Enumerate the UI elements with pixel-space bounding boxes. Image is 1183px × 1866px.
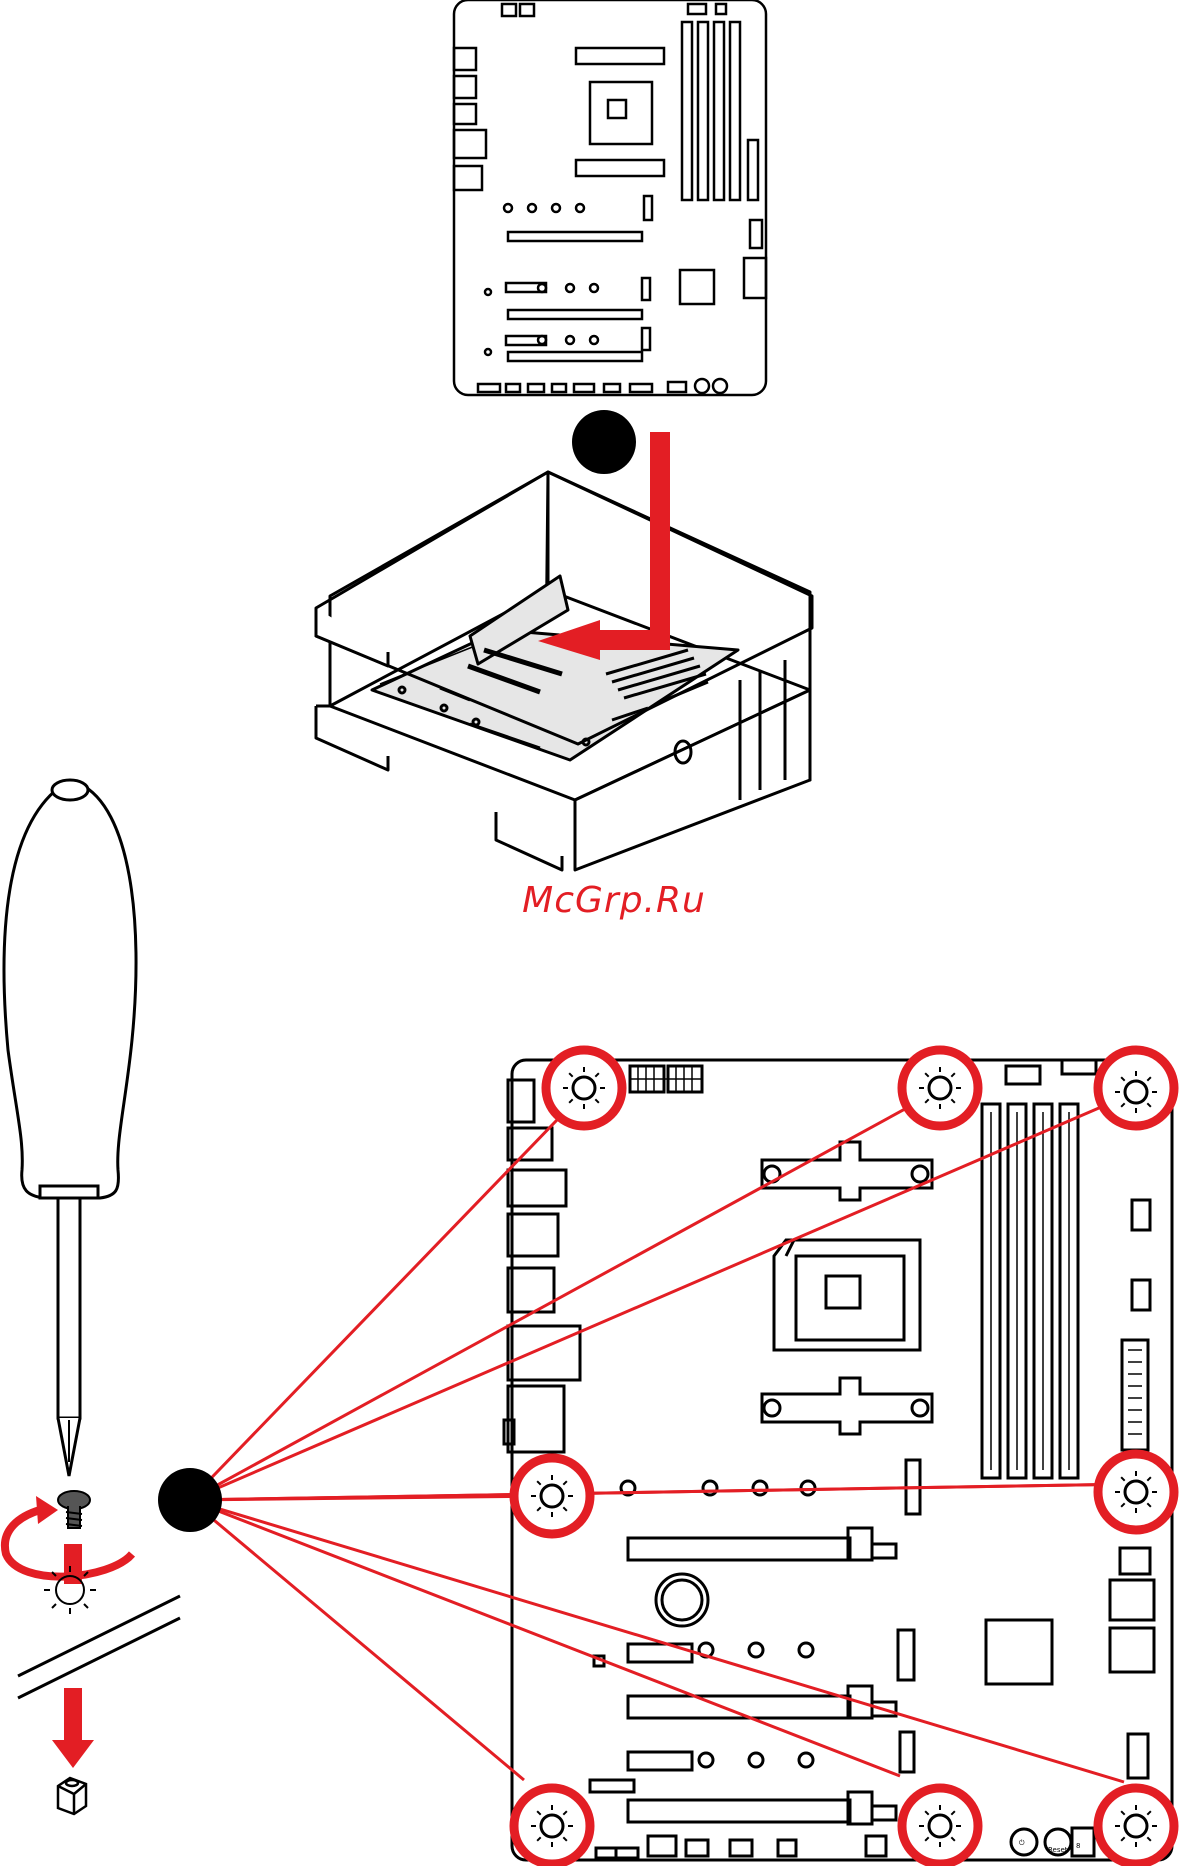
watermark-text: McGrp.Ru — [494, 880, 734, 921]
down-arrow-icon — [52, 1688, 94, 1768]
mounting-hub-dot — [158, 1468, 222, 1532]
mounting-hole-1 — [546, 1050, 622, 1126]
board-edge-lines — [18, 1596, 180, 1698]
standoff-icon — [58, 1778, 86, 1814]
mounting-hole-4 — [514, 1458, 590, 1534]
screwdriver-icon — [4, 780, 136, 1476]
screw-icon — [58, 1491, 90, 1528]
case-icon — [316, 472, 812, 870]
mounting-hole-6 — [514, 1788, 590, 1864]
debug-led-label: 8 — [1076, 1842, 1080, 1850]
mounting-hole-7 — [902, 1788, 978, 1864]
motherboard-icon — [504, 1060, 1172, 1860]
mounting-hole-2 — [902, 1050, 978, 1126]
reset-button-label: Reset — [1048, 1846, 1068, 1854]
mounting-hole-5 — [1098, 1454, 1174, 1530]
power-button-label: ⏻ — [1019, 1839, 1025, 1847]
screw-shaft-arrow — [64, 1544, 82, 1584]
mounting-hole-8 — [1098, 1788, 1174, 1864]
motherboard-small — [454, 0, 766, 395]
mounting-hole-3 — [1098, 1050, 1174, 1126]
